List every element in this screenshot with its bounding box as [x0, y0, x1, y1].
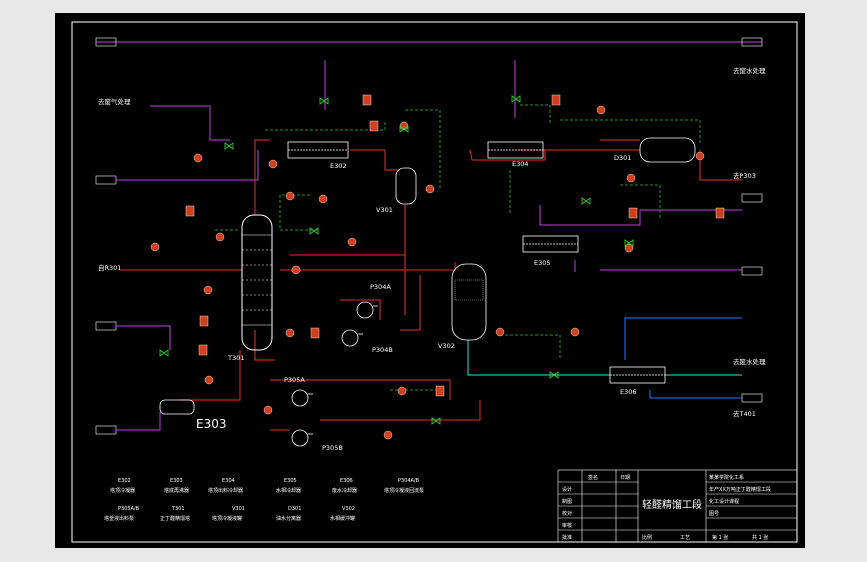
label-v302: V302	[438, 342, 455, 350]
legend-desc: 塔顶出料冷却器	[208, 487, 243, 494]
label-p304a: P304A	[370, 283, 391, 291]
pump-p304a	[356, 301, 378, 319]
label-p304b: P304B	[372, 346, 393, 354]
cooling-lines	[467, 317, 742, 399]
pump-p305a	[291, 389, 313, 407]
tb-sheet: 第 1 张	[712, 534, 728, 541]
legend-tag: P305A/B	[118, 506, 140, 512]
drawing-sheet	[55, 13, 805, 548]
vessel-v302	[451, 263, 487, 341]
exchanger-e306	[609, 366, 666, 384]
stream-label-feed: 自R301	[98, 263, 121, 272]
label-t301: T301	[227, 354, 244, 362]
exchanger-e304	[487, 141, 544, 159]
legend: E302 塔顶冷凝器 E303 塔底再沸器 E304 塔顶出料冷却器 E305 …	[104, 478, 424, 522]
column-t301	[241, 214, 273, 351]
legend-desc: 塔顶冷凝液罐	[212, 515, 242, 522]
legend-desc: 塔顶冷凝液回流泵	[384, 487, 424, 494]
legend-desc: 塔底再沸器	[164, 487, 189, 494]
legend-desc: 水相缓冲罐	[330, 515, 355, 522]
control-lines	[215, 104, 701, 391]
tb-unit: 化工设计课程	[709, 498, 739, 505]
instruments	[150, 105, 705, 440]
tb-col-date: 日期	[620, 475, 630, 481]
label-d301: D301	[614, 154, 631, 162]
legend-tag: V301	[232, 506, 245, 512]
legend-tag: D301	[288, 506, 301, 512]
legend-desc: 塔釜液出料泵	[104, 515, 134, 522]
label-e303: E303	[196, 417, 227, 431]
control-valves	[159, 95, 634, 425]
legend-tag: E306	[340, 478, 353, 484]
legend-desc: 水相冷却器	[276, 487, 301, 494]
label-p305b: P305B	[322, 444, 343, 452]
stream-label-flare: 去废气处理	[98, 97, 131, 106]
legend-desc: 正丁醛精馏塔	[160, 515, 190, 522]
tb-stage: 工艺	[680, 535, 690, 541]
stream-label-waste2: 去废水处理	[733, 357, 766, 366]
legend-tag: E305	[284, 478, 297, 484]
legend-tag: E303	[170, 478, 183, 484]
tb-row: 批准	[562, 534, 572, 541]
drum-d301	[639, 137, 696, 163]
legend-tag: E304	[222, 478, 235, 484]
tb-row: 校对	[562, 510, 572, 517]
stream-label-waste: 去废水处理	[733, 66, 766, 75]
pump-p305b	[291, 429, 313, 447]
tb-school: 某某学院化工系	[709, 474, 744, 481]
offpage-connector	[95, 37, 117, 47]
label-e302: E302	[330, 162, 347, 170]
legend-tag: P304A/B	[398, 478, 420, 484]
vessel-v301	[395, 167, 417, 205]
stream-label-t401: 去T401	[733, 409, 756, 418]
tb-row: 制图	[562, 498, 572, 505]
label-e305: E305	[534, 259, 551, 267]
legend-desc: 油水分离器	[276, 515, 301, 522]
stream-label-p303: 去P303	[733, 171, 756, 180]
tb-scale: 比例	[642, 534, 652, 541]
offpage-connector	[741, 37, 763, 47]
outer-frame	[71, 21, 798, 543]
legend-tag: T301	[171, 506, 185, 512]
title-block	[557, 469, 798, 543]
label-e306: E306	[620, 388, 637, 396]
purple-lines	[116, 60, 742, 431]
tb-project: 年产XX万吨正丁醛精馏工段	[709, 486, 771, 493]
tb-row: 审核	[562, 522, 572, 529]
pump-p304b	[341, 329, 363, 347]
tb-col-sign: 签名	[588, 474, 598, 481]
legend-desc: 废水冷却器	[332, 487, 357, 494]
legend-desc: 塔顶冷凝器	[110, 487, 135, 494]
tb-drawing-no: 图号	[709, 511, 719, 517]
instrument-boxes	[185, 94, 725, 397]
legend-tag: E302	[118, 478, 131, 484]
exchanger-e305	[522, 235, 579, 253]
tb-total: 共 1 张	[752, 534, 768, 541]
exchanger-e302	[287, 141, 349, 159]
tb-main-title: 轻醛精馏工段	[642, 498, 702, 511]
label-v301: V301	[376, 206, 393, 214]
label-e304: E304	[512, 160, 529, 168]
reboiler-e303	[159, 399, 195, 415]
tb-row: 设计	[562, 486, 572, 493]
legend-tag: V302	[342, 506, 355, 512]
label-p305a: P305A	[284, 376, 305, 384]
